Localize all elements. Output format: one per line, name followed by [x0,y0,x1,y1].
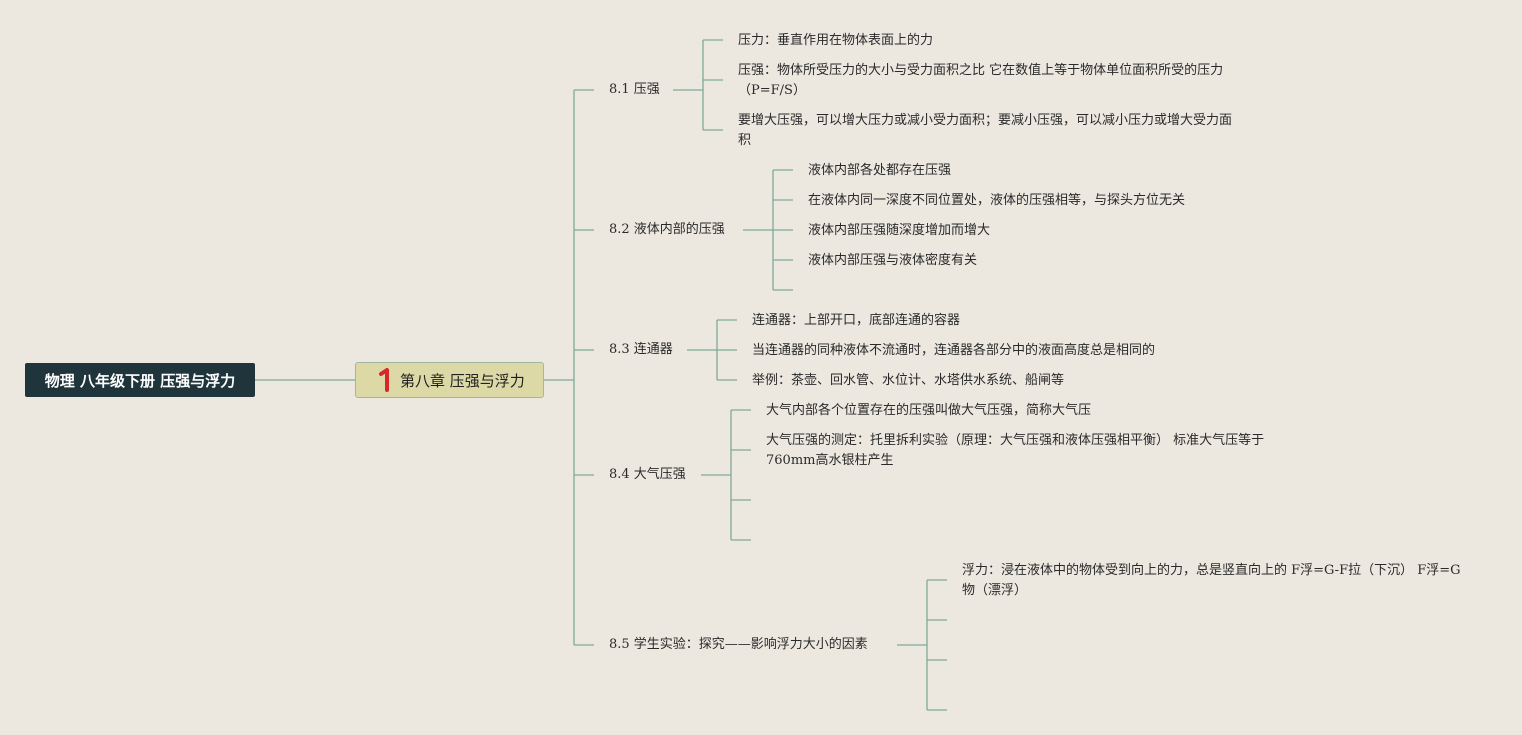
leaf-8-1-3[interactable]: 要增大压强，可以增大压力或减小受力面积；要减小压强，可以减小压力或增大受力面积 [738,113,1233,148]
root-label: 物理 八年级下册 压强与浮力 [44,371,236,390]
leaf-8-4-1[interactable]: 大气内部各个位置存在的压强叫做大气压强，简称大气压 [766,403,1092,418]
leaf-8-1-2[interactable]: 压强：物体所受压力的大小与受力面积之比 它在数值上等于物体单位面积所受的压力（P… [738,63,1224,98]
leaf-8-2-1[interactable]: 液体内部各处都存在压强 [808,163,952,178]
leaf-8-3-2[interactable]: 当连通器的同种液体不流通时，连通器各部分中的液面高度总是相同的 [752,343,1156,358]
root-node[interactable]: 物理 八年级下册 压强与浮力 [25,363,255,397]
leaf-8-1-1[interactable]: 压力：垂直作用在物体表面上的力 [738,33,934,48]
leaf-8-5-1[interactable]: 浮力：浸在液体中的物体受到向上的力，总是竖直向上的 F浮=G-F拉（下沉） F浮… [962,563,1461,598]
section-8-3[interactable]: 8.3 连通器 [609,342,673,357]
chapter-number-icon [376,368,394,392]
leaf-8-2-4[interactable]: 液体内部压强与液体密度有关 [808,253,978,268]
chapter-label: 第八章 压强与浮力 [400,371,525,390]
section-8-2[interactable]: 8.2 液体内部的压强 [609,222,725,237]
chapter-node[interactable]: 第八章 压强与浮力 [355,362,544,398]
leaf-8-2-3[interactable]: 液体内部压强随深度增加而增大 [808,223,991,238]
leaf-8-3-1[interactable]: 连通器：上部开口，底部连通的容器 [752,313,961,328]
leaf-8-4-2[interactable]: 大气压强的测定：托里拆利实验（原理：大气压强和液体压强相平衡） 标准大气压等于7… [766,433,1265,468]
section-8-5[interactable]: 8.5 学生实验：探究——影响浮力大小的因素 [609,637,868,652]
section-8-1[interactable]: 8.1 压强 [609,82,660,97]
section-8-4[interactable]: 8.4 大气压强 [609,467,686,482]
leaf-8-3-3[interactable]: 举例：茶壶、回水管、水位计、水塔供水系统、船闸等 [752,373,1065,388]
leaf-8-2-2[interactable]: 在液体内同一深度不同位置处，液体的压强相等，与探头方位无关 [808,193,1186,208]
